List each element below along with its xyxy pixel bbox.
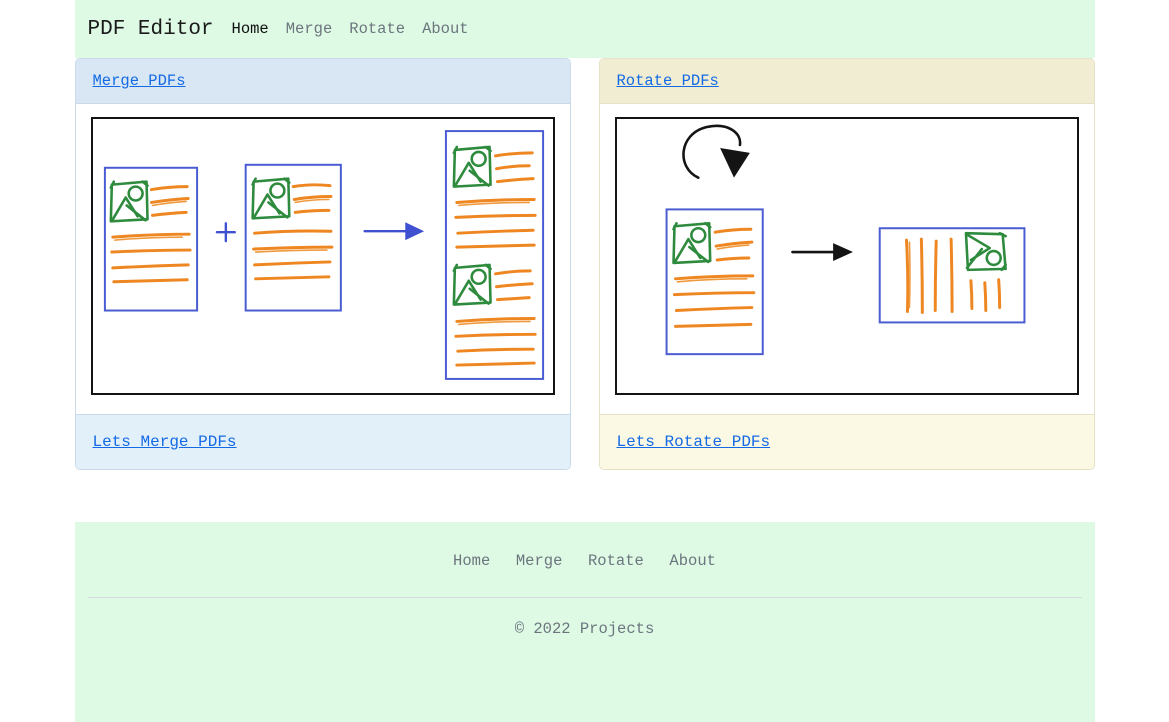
rotate-diagram-svg xyxy=(665,124,1025,356)
merge-card-body xyxy=(75,104,570,414)
rotate-card-footer: Lets Rotate PDFs xyxy=(599,414,1094,469)
source-document-1 xyxy=(103,166,198,312)
merge-diagram-svg xyxy=(103,130,544,380)
main-nav: Home Merge Rotate About xyxy=(232,20,486,38)
merged-document xyxy=(444,130,544,380)
footer-nav-merge[interactable]: Merge xyxy=(515,552,563,570)
footer-divider xyxy=(87,597,1082,598)
merge-card-footer: Lets Merge PDFs xyxy=(75,414,570,469)
source-document-2 xyxy=(244,163,342,312)
brand-title[interactable]: PDF Editor xyxy=(87,17,214,41)
footer-nav-rotate[interactable]: Rotate xyxy=(588,552,644,570)
nav-item-home[interactable]: Home xyxy=(231,20,269,38)
rotate-arrow-icon xyxy=(790,243,853,261)
nav-item-merge[interactable]: Merge xyxy=(285,20,333,38)
top-navbar: PDF Editor Home Merge Rotate About xyxy=(74,0,1095,58)
rotate-illustration xyxy=(614,117,1079,395)
footer-nav-home[interactable]: Home xyxy=(453,552,491,570)
rotate-card-header: Rotate PDFs xyxy=(599,59,1094,104)
plus-icon xyxy=(215,222,236,243)
merge-arrow-icon xyxy=(362,222,424,241)
merge-title-link[interactable]: Merge PDFs xyxy=(92,72,186,90)
nav-item-about[interactable]: About xyxy=(422,20,469,38)
site-footer: Home Merge Rotate About © 2022 Projects xyxy=(74,522,1095,722)
lets-rotate-link[interactable]: Lets Rotate PDFs xyxy=(616,433,771,451)
rotate-card-body xyxy=(599,104,1094,414)
rotate-card: Rotate PDFs xyxy=(598,58,1095,470)
rotate-title-link[interactable]: Rotate PDFs xyxy=(616,72,719,90)
rotated-document xyxy=(878,227,1025,324)
original-document xyxy=(665,208,764,356)
merge-illustration xyxy=(90,117,555,395)
lets-merge-link[interactable]: Lets Merge PDFs xyxy=(92,433,237,451)
cards-row: Merge PDFs xyxy=(74,58,1095,470)
merge-card-header: Merge PDFs xyxy=(75,59,570,104)
nav-item-rotate[interactable]: Rotate xyxy=(349,20,406,38)
merge-card: Merge PDFs xyxy=(74,58,571,470)
copyright-text: © 2022 Projects xyxy=(514,620,655,638)
footer-nav: Home Merge Rotate About xyxy=(75,552,1095,570)
footer-nav-about[interactable]: About xyxy=(669,552,716,570)
rotation-arrow-icon xyxy=(681,124,750,179)
